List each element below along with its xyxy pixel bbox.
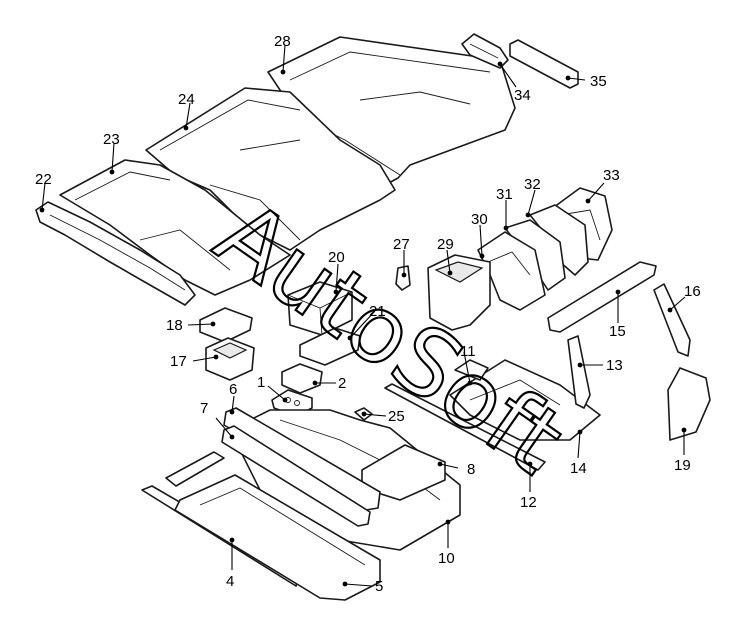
part-2-lid	[281, 363, 323, 394]
part-17-panel	[667, 367, 711, 441]
part-15-sill	[547, 261, 657, 333]
part-7-crossmember	[221, 425, 371, 527]
callout-12: 12	[520, 494, 537, 511]
callout-5: 5	[375, 578, 383, 595]
part-20-battery	[287, 281, 353, 336]
callout-10: 10	[438, 550, 455, 567]
callout-2: 2	[338, 375, 346, 392]
callout-20: 20	[328, 249, 345, 266]
callout-15: 15	[609, 323, 626, 340]
part-30-wheelhouse-liner	[477, 231, 546, 311]
callout-34: 34	[514, 87, 531, 104]
part-6-crossmember	[223, 407, 381, 511]
leader-lines	[39, 44, 687, 587]
callout-17: 19	[674, 457, 691, 474]
part-5-floor-panel	[174, 474, 381, 601]
callout-21: 21	[369, 303, 386, 320]
callout-4: 4	[226, 573, 234, 590]
part-22-header-rail	[35, 201, 196, 306]
callout-25: 25	[388, 408, 405, 425]
part-13-pillar	[567, 335, 591, 409]
callout-32: 32	[524, 176, 541, 193]
callout-24: 24	[178, 91, 195, 108]
callout-14: 14	[570, 460, 587, 477]
callout-29: 29	[437, 236, 454, 253]
callout-13: 13	[606, 357, 623, 374]
part-11-bracket	[454, 359, 489, 381]
callout-30: 30	[471, 211, 488, 228]
callout-35: 35	[590, 73, 607, 90]
callout-22: 22	[35, 171, 52, 188]
part-19-cover	[199, 307, 253, 343]
callout-numbers: 28 24 23 22 34 35 33 32 31 30 29 27 20 2…	[35, 33, 701, 595]
part-23-roof-panel	[59, 159, 291, 296]
part-35-trim-strip	[509, 39, 579, 89]
part-27-bracket	[395, 265, 411, 291]
part-strip-small	[165, 451, 225, 487]
callout-8: 8	[467, 461, 475, 478]
callout-7: 7	[200, 400, 208, 417]
part-14-floor-panel	[449, 359, 601, 441]
part-24-roof-panel	[145, 87, 396, 251]
callout-28: 28	[274, 33, 291, 50]
callout-31: 31	[496, 186, 513, 203]
part-16-brace	[653, 283, 691, 357]
part-29-battery-box	[427, 254, 491, 331]
callout-16: 16	[684, 283, 701, 300]
callout-1: 1	[257, 374, 265, 391]
part-12-rail	[384, 383, 546, 471]
callout-19: 18	[166, 317, 183, 334]
callout-27: 27	[393, 236, 410, 253]
callout-18: 17	[170, 353, 187, 370]
part-18-box	[205, 337, 255, 381]
callout-23: 23	[103, 131, 120, 148]
callout-11: 11	[460, 343, 476, 360]
callout-6: 6	[229, 381, 237, 398]
part-21-battery-tray	[299, 327, 361, 366]
part-34-dome-light	[461, 33, 509, 69]
callout-33: 33	[603, 167, 620, 184]
